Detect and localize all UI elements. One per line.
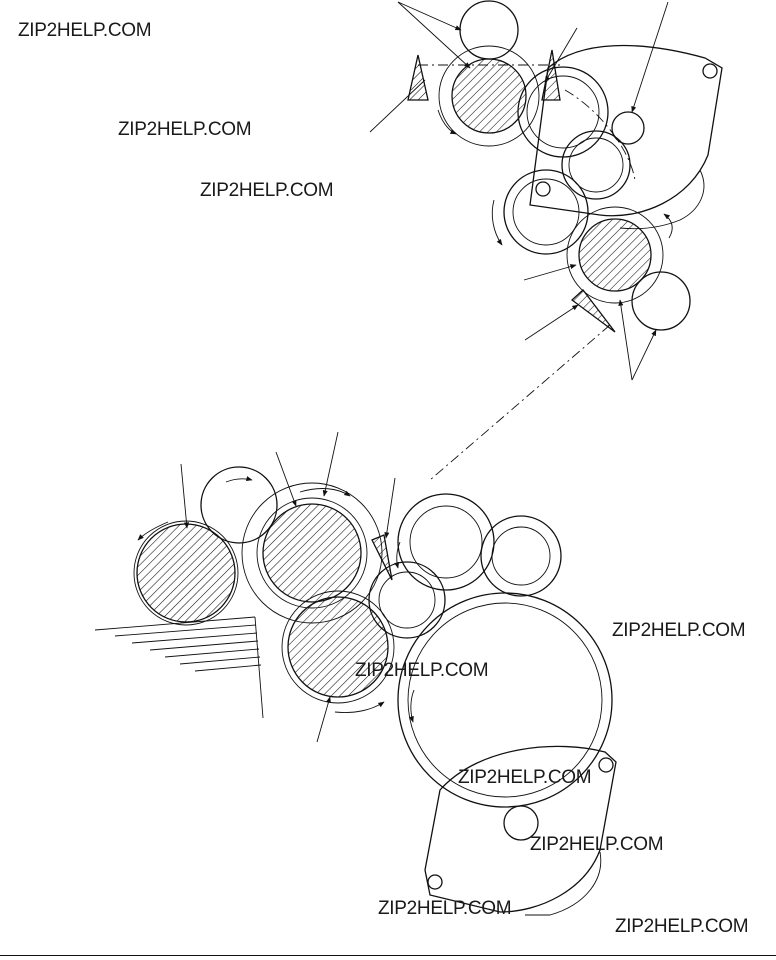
lower-rotation-arrow [225,476,253,483]
watermark: ZIP2HELP.COM [458,767,592,788]
lower-bracket-mount-hole [598,757,614,773]
upper-gear-b [561,130,631,200]
lower-bottom-roller [287,596,389,698]
upper-blade-right [541,49,561,101]
lower-leader [322,431,339,497]
upper-center-line [564,89,636,181]
upper-motor-housing-edge [619,169,705,230]
lower-leader [384,477,396,539]
upper-gear-c [503,169,589,255]
footer-rule [0,955,776,956]
upper-lower-roller-ring [566,206,664,304]
upper-center-line [429,324,611,481]
upper-blade-left [407,54,429,101]
lower-idler-roller [200,466,278,544]
watermark: ZIP2HELP.COM [200,180,334,201]
lower-rotation-arrow [334,701,385,713]
upper-blade-bottom [570,289,616,333]
upper-gear-a-inner [526,75,600,149]
lower-leader [180,463,189,529]
watermark: ZIP2HELP.COM [118,119,252,140]
upper-assembly [369,0,723,481]
upper-gear-b-inner [568,137,624,193]
lower-motor-housing-edge [525,851,602,916]
watermark: ZIP2HELP.COM [530,834,664,855]
lower-rotation-arrow [299,488,351,497]
lower-gear-right [480,515,562,597]
upper-leader [524,304,579,341]
upper-leader [618,299,633,381]
upper-rotation-arrow [663,213,673,239]
lower-gear-upper [397,493,495,591]
upper-main-roller-ring [438,45,540,147]
upper-lower-roller [578,218,652,292]
lower-main-roller [262,503,362,603]
watermark: ZIP2HELP.COM [18,20,152,41]
lower-gear-right-inner [491,526,551,586]
paper-stack-edge [254,616,264,719]
upper-bracket-mount-hole [535,181,551,197]
paper-stack-line [149,640,259,651]
upper-gear-c-inner [512,178,580,246]
upper-leader [523,264,577,281]
upper-rotation-arrow [437,109,457,135]
watermark: ZIP2HELP.COM [615,916,749,937]
upper-motor-bracket [529,44,723,217]
lower-rotation-arrow [394,541,401,569]
upper-pressure-roller [631,271,691,331]
lower-rotation-arrow [137,521,169,541]
lower-assembly [94,431,617,916]
watermark: ZIP2HELP.COM [355,660,489,681]
lower-motor-bracket [424,745,617,913]
upper-bracket-mount-hole [702,63,718,79]
lower-gear-small [368,561,446,639]
lower-gear-upper-inner [409,505,483,579]
lower-rotation-arrow [408,689,415,723]
lower-large-gear-inner [407,602,603,798]
upper-gear-a [517,66,609,158]
lower-leader [275,451,297,507]
paper-stack-line [114,624,257,637]
upper-motor-pinion [611,111,645,145]
upper-leader [397,1,471,69]
lower-blade [371,534,393,581]
paper-stack-line [179,656,261,665]
upper-leader [631,329,657,381]
upper-leader [544,27,578,83]
watermark: ZIP2HELP.COM [612,620,746,641]
upper-leader [369,79,426,133]
lower-bracket-mount-hole [427,874,443,890]
lower-gear-small-inner [378,571,436,629]
upper-rotation-arrow [491,199,503,246]
upper-main-roller [451,58,527,134]
lower-bottom-roller-ring [281,590,395,704]
watermark: ZIP2HELP.COM [378,898,512,919]
lower-motor-pinion [503,805,539,841]
paper-stack-line [131,632,258,644]
lower-leader [316,696,331,743]
upper-leader [631,1,669,113]
paper-stack-line [194,664,262,672]
upper-leader [397,1,462,31]
paper-stack-line [164,648,260,658]
lower-large-gear [397,592,613,808]
